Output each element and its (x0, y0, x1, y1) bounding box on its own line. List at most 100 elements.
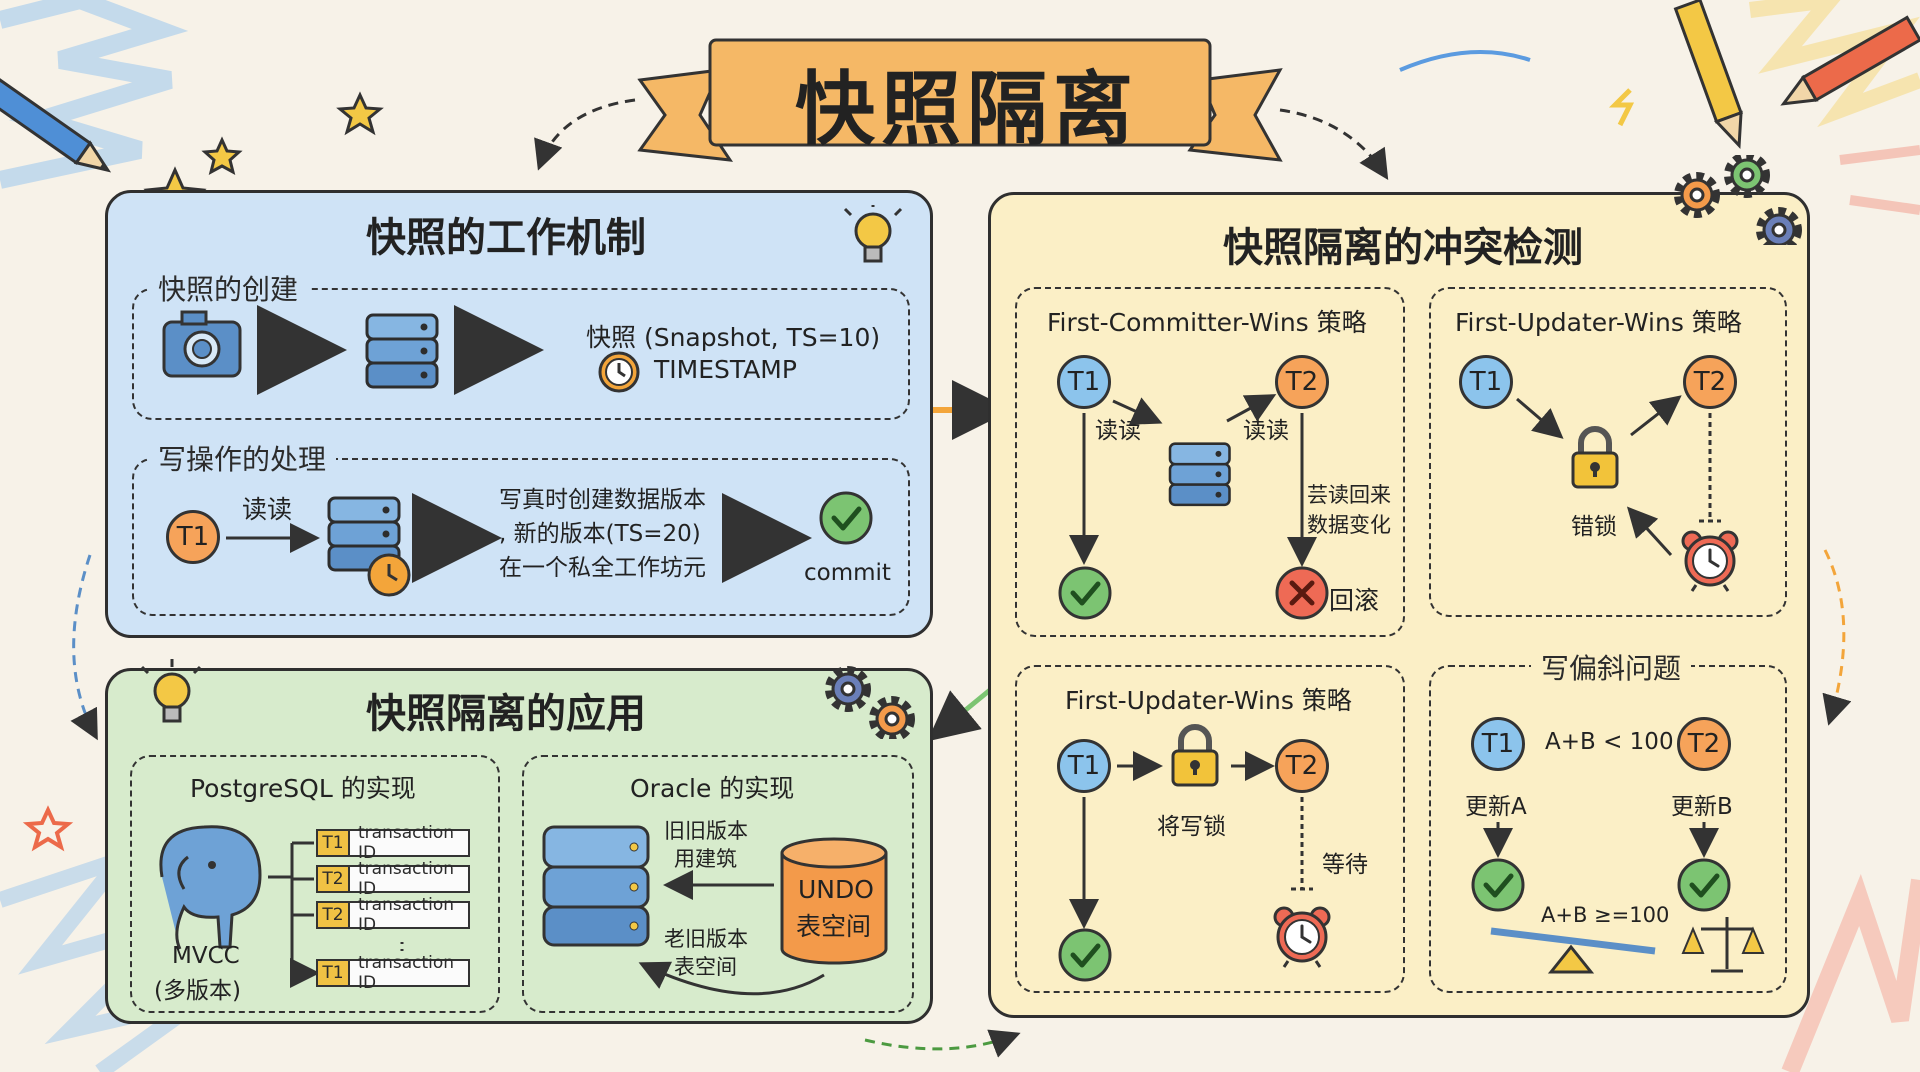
fuw1-t2: T2 (1683, 355, 1737, 409)
scale-icon (1681, 917, 1765, 973)
tid-tag: T2 (318, 903, 350, 927)
database-icon (1168, 442, 1231, 507)
write-t1: T1 (166, 510, 220, 564)
clock-icon (367, 553, 411, 597)
fuw1-t1: T1 (1459, 355, 1513, 409)
transaction-row: T2 transaction ID (316, 895, 470, 935)
gear-icons (1659, 155, 1809, 245)
oracle-old-2: 用建筑 (674, 847, 737, 871)
lock-icon (1173, 727, 1217, 785)
tid-text: transaction ID (358, 953, 455, 993)
lock-icon (1573, 429, 1617, 487)
main-title: 快照隔离 (795, 63, 1139, 156)
transaction-row: T1 transaction ID (316, 823, 470, 863)
write-desc-2: , 新的版本(TS=20) (499, 521, 701, 547)
fuw2-t1: T1 (1057, 739, 1111, 793)
pg-diagram (159, 825, 404, 1015)
fcw-label: First-Committer-Wins 策略 (1047, 308, 1367, 337)
write-desc-1: 写真时创建数据版本 (499, 487, 706, 513)
fuw2-t2: T2 (1275, 739, 1329, 793)
lightbulb-icon (843, 205, 903, 263)
check-icon (1060, 568, 1110, 618)
transaction-row: T2 transaction ID (316, 859, 470, 899)
database-icon (365, 313, 439, 389)
tid-text: transaction ID (358, 823, 455, 863)
check-icon (821, 493, 871, 543)
fcw-change-2: 数据变化 (1307, 513, 1391, 537)
mechanism-panel: 快照的工作机制 快照的创建 快照 (Snapshot, TS=10) TIMES… (105, 190, 933, 638)
gear-icons (808, 649, 918, 739)
database-icon (542, 825, 650, 947)
skew-update-b: 更新B (1671, 794, 1733, 820)
skew-t2: T2 (1677, 717, 1731, 771)
lightbulb-icon (140, 659, 202, 723)
timestamp-label: TIMESTAMP (654, 355, 797, 384)
skew-label: 写偏斜问题 (1531, 647, 1692, 687)
write-read-label: 读读 (242, 495, 293, 524)
fcw-rollback: 回滚 (1329, 586, 1380, 615)
conflict-title: 快照隔离的冲突检测 (1223, 225, 1583, 271)
pg-label: PostgreSQL 的实现 (190, 774, 416, 803)
fuw2-label: First-Updater-Wins 策略 (1065, 686, 1352, 715)
skew-update-a: 更新A (1465, 794, 1527, 820)
creation-label: 快照的创建 (148, 268, 309, 308)
write-desc-3: 在一个私全工作坊元 (499, 555, 706, 581)
tid-tag: T1 (318, 831, 350, 855)
clock-icon (598, 351, 640, 393)
fcw-t1: T1 (1057, 355, 1111, 409)
fuw2-diagram (1017, 667, 1331, 995)
mvcc-label: MVCC (172, 943, 240, 969)
undo-tablespace-icon (780, 837, 888, 965)
oracle-diagram (542, 825, 888, 996)
fuw1-diagram (1516, 395, 1739, 593)
skew-result: A+B ≥=100 (1541, 903, 1670, 927)
write-diagram (226, 460, 914, 597)
fcw-read-2: 读读 (1243, 418, 1289, 444)
check-icon (1060, 930, 1110, 980)
commit-label: commit (804, 560, 891, 586)
skew-condition: A+B < 100 (1545, 729, 1674, 755)
apps-title: 快照隔离的应用 (366, 691, 646, 737)
alarm-clock-icon (1273, 906, 1331, 969)
camera-icon (162, 310, 242, 378)
fuw2-box: First-Updater-Wins 策略 T1 T2 将写锁 等待 (1015, 665, 1405, 993)
fuw1-box: First-Updater-Wins 策略 T1 T2 错锁 (1429, 287, 1787, 617)
skew-box: 写偏斜问题 T1 T2 A+B < 100 更新A 更新B A+B ≥=100 (1429, 647, 1787, 993)
oracle-old-1: 旧旧版本 (664, 819, 748, 843)
snapshot-label: 快照 (Snapshot, TS=10) (586, 323, 881, 352)
check-icon (1473, 860, 1523, 910)
oracle-back-1: 老旧版本 (664, 927, 748, 951)
fuw2-lock-label: 将写锁 (1157, 814, 1226, 840)
seesaw-icon (1490, 927, 1656, 974)
fuw2-wait-label: 等待 (1322, 852, 1368, 878)
elephant-icon (159, 825, 262, 950)
undo-sublabel: 表空间 (796, 912, 872, 941)
undo-label: UNDO (798, 875, 874, 904)
fcw-change-1: 芸读回来 (1307, 483, 1391, 507)
fcw-diagram (1017, 394, 1329, 639)
tid-text: transaction ID (358, 895, 455, 935)
fcw-box: First-Committer-Wins 策略 T1 T2 读读 读读 芸读回来… (1015, 287, 1405, 637)
write-box: 写操作的处理 T1 读读 写真时创建数据版本 , 新的版本(TS=20) 在一个… (132, 438, 910, 616)
fuw1-lock-label: 错锁 (1571, 514, 1617, 540)
write-label: 写操作的处理 (148, 438, 337, 478)
oracle-label: Oracle 的实现 (630, 774, 795, 803)
check-icon (1679, 860, 1729, 910)
tid-text: transaction ID (358, 859, 455, 899)
alarm-clock-icon (1681, 530, 1739, 593)
fuw1-label: First-Updater-Wins 策略 (1455, 308, 1742, 337)
creation-box: 快照的创建 快照 (Snapshot, TS=10) TIMESTAMP (132, 268, 910, 420)
skew-t1: T1 (1471, 717, 1525, 771)
tid-tag: T2 (318, 867, 350, 891)
conflict-panel: 快照隔离的冲突检测 First-Committer-Wins 策略 T1 T2 … (988, 192, 1810, 1018)
oracle-back-2: 表空间 (674, 955, 737, 979)
mechanism-title: 快照的工作机制 (366, 215, 646, 261)
oracle-box: Oracle 的实现 旧旧版本 用建筑 UNDO 表空间 老旧版本 表空间 (522, 755, 914, 1013)
cross-icon (1275, 566, 1329, 620)
creation-diagram (162, 305, 640, 395)
